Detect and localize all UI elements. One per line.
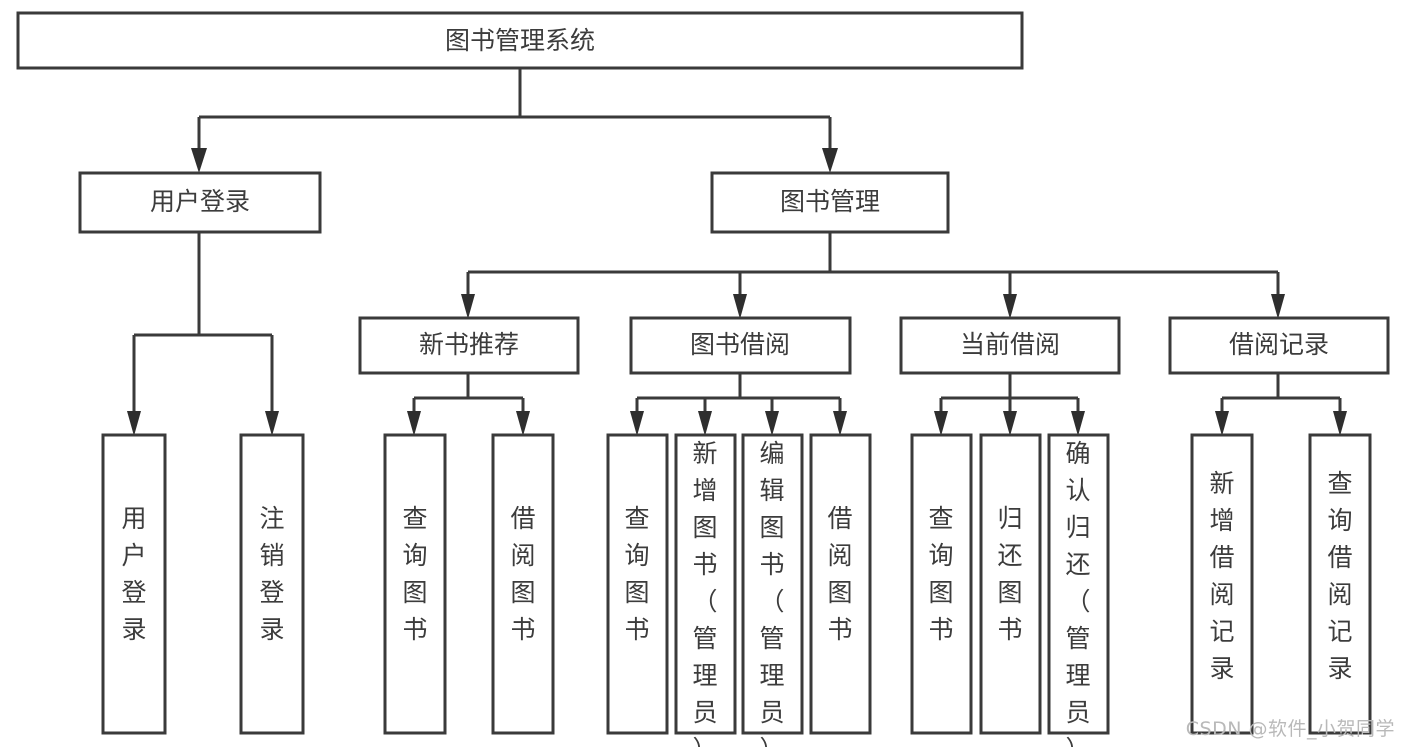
arrow-bookborrow-leaf2	[698, 411, 712, 436]
node-leaf-query-borrow-record-label: 查询借阅记录	[1327, 469, 1352, 683]
arrow-currentborrow-leaf3	[1071, 411, 1085, 436]
node-leaf-query-book-current-box[interactable]	[910, 433, 973, 735]
node-borrow-record-label: 借阅记录	[1229, 330, 1329, 359]
node-leaf-edit-book[interactable]: 编辑图书（管理员）	[741, 433, 804, 747]
node-leaf-edit-book-box[interactable]	[741, 433, 804, 735]
node-leaf-borrow-book-recommend[interactable]: 借阅图书	[491, 433, 555, 735]
arrow-borrowrecord-leaf2	[1333, 411, 1347, 436]
node-leaf-user-login-box[interactable]	[101, 433, 167, 735]
node-user-login[interactable]: 用户登录	[78, 171, 322, 234]
node-leaf-query-borrow-record-box[interactable]	[1308, 433, 1372, 735]
node-leaf-borrow-book-label: 借阅图书	[827, 504, 852, 644]
node-leaf-return-book[interactable]: 归还图书	[979, 433, 1042, 735]
node-leaf-user-login-label: 用户登录	[121, 504, 146, 644]
arrow-bookborrow-leaf1	[630, 411, 644, 436]
node-leaf-logout-label: 注销登录	[259, 504, 284, 644]
arrow-to-new-book	[461, 294, 475, 319]
node-leaf-confirm-return-box[interactable]	[1047, 433, 1110, 735]
arrow-to-leaf-user-login	[127, 411, 141, 436]
node-book-management[interactable]: 图书管理	[710, 171, 950, 234]
arrow-to-leaf-logout	[265, 411, 279, 436]
node-book-borrow-label: 图书借阅	[690, 330, 790, 359]
node-leaf-user-login[interactable]: 用户登录	[101, 433, 167, 735]
node-borrow-record-box[interactable]	[1168, 316, 1390, 375]
node-leaf-add-book-box[interactable]	[674, 433, 737, 735]
node-leaf-return-book-box[interactable]	[979, 433, 1042, 735]
node-leaf-query-borrow-record[interactable]: 查询借阅记录	[1308, 433, 1372, 735]
node-new-book-recommend-box[interactable]	[358, 316, 580, 375]
node-borrow-record[interactable]: 借阅记录	[1168, 316, 1390, 375]
node-root[interactable]: 图书管理系统	[16, 11, 1024, 70]
node-new-book-recommend[interactable]: 新书推荐	[358, 316, 580, 375]
node-current-borrow-box[interactable]	[899, 316, 1121, 375]
arrow-to-book-mgmt	[822, 148, 838, 173]
node-leaf-add-book-label: 新增图书（管理员）	[692, 439, 717, 747]
arrow-currentborrow-leaf2	[1003, 411, 1017, 436]
node-leaf-query-book-borrow[interactable]: 查询图书	[606, 433, 669, 735]
node-leaf-borrow-book-recommend-box[interactable]	[491, 433, 555, 735]
arrow-newbook-leaf1	[407, 411, 421, 436]
node-leaf-add-borrow-record[interactable]: 新增借阅记录	[1190, 433, 1254, 735]
node-leaf-query-book-recommend[interactable]: 查询图书	[383, 433, 447, 735]
node-leaf-logout-box[interactable]	[239, 433, 305, 735]
node-book-borrow-box[interactable]	[629, 316, 852, 375]
node-leaf-query-book-current-label: 查询图书	[928, 504, 953, 644]
arrow-to-current-borrow	[1003, 294, 1017, 319]
arrow-to-book-borrow	[733, 294, 747, 319]
arrow-bookborrow-leaf3	[765, 411, 779, 436]
node-current-borrow-label: 当前借阅	[960, 330, 1060, 359]
node-user-login-label: 用户登录	[150, 187, 250, 216]
node-leaf-query-book-recommend-label: 查询图书	[402, 504, 427, 644]
node-leaf-query-book-borrow-box[interactable]	[606, 433, 669, 735]
node-leaf-borrow-book-recommend-label: 借阅图书	[510, 504, 535, 644]
node-leaf-add-borrow-record-label: 新增借阅记录	[1209, 469, 1234, 683]
node-book-management-label: 图书管理	[780, 187, 880, 216]
node-leaf-query-book-recommend-box[interactable]	[383, 433, 447, 735]
node-leaf-logout[interactable]: 注销登录	[239, 433, 305, 735]
node-leaf-add-borrow-record-box[interactable]	[1190, 433, 1254, 735]
node-user-login-box[interactable]	[78, 171, 322, 234]
arrow-newbook-leaf2	[516, 411, 530, 436]
arrow-currentborrow-leaf1	[934, 411, 948, 436]
node-leaf-borrow-book-box[interactable]	[809, 433, 872, 735]
arrow-to-borrow-record	[1271, 294, 1285, 319]
node-root-label: 图书管理系统	[445, 26, 595, 55]
node-leaf-confirm-return[interactable]: 确认归还（管理员）	[1047, 433, 1110, 747]
node-leaf-return-book-label: 归还图书	[997, 504, 1022, 644]
node-root-box[interactable]	[16, 11, 1024, 70]
node-book-borrow[interactable]: 图书借阅	[629, 316, 852, 375]
csdn-watermark: CSDN @软件_小贺同学	[1185, 718, 1395, 740]
arrow-to-user-login	[191, 148, 207, 173]
node-new-book-recommend-label: 新书推荐	[419, 330, 519, 359]
node-leaf-query-book-borrow-label: 查询图书	[624, 504, 649, 644]
node-leaf-confirm-return-label: 确认归还（管理员）	[1065, 439, 1090, 747]
node-current-borrow[interactable]: 当前借阅	[899, 316, 1121, 375]
arrow-borrowrecord-leaf1	[1215, 411, 1229, 436]
node-leaf-add-book[interactable]: 新增图书（管理员）	[674, 433, 737, 747]
node-leaf-query-book-current[interactable]: 查询图书	[910, 433, 973, 735]
node-book-management-box[interactable]	[710, 171, 950, 234]
node-leaf-borrow-book[interactable]: 借阅图书	[809, 433, 872, 735]
node-leaf-edit-book-label: 编辑图书（管理员）	[759, 439, 784, 747]
connector-layer	[127, 68, 1347, 436]
arrow-bookborrow-leaf4	[833, 411, 847, 436]
